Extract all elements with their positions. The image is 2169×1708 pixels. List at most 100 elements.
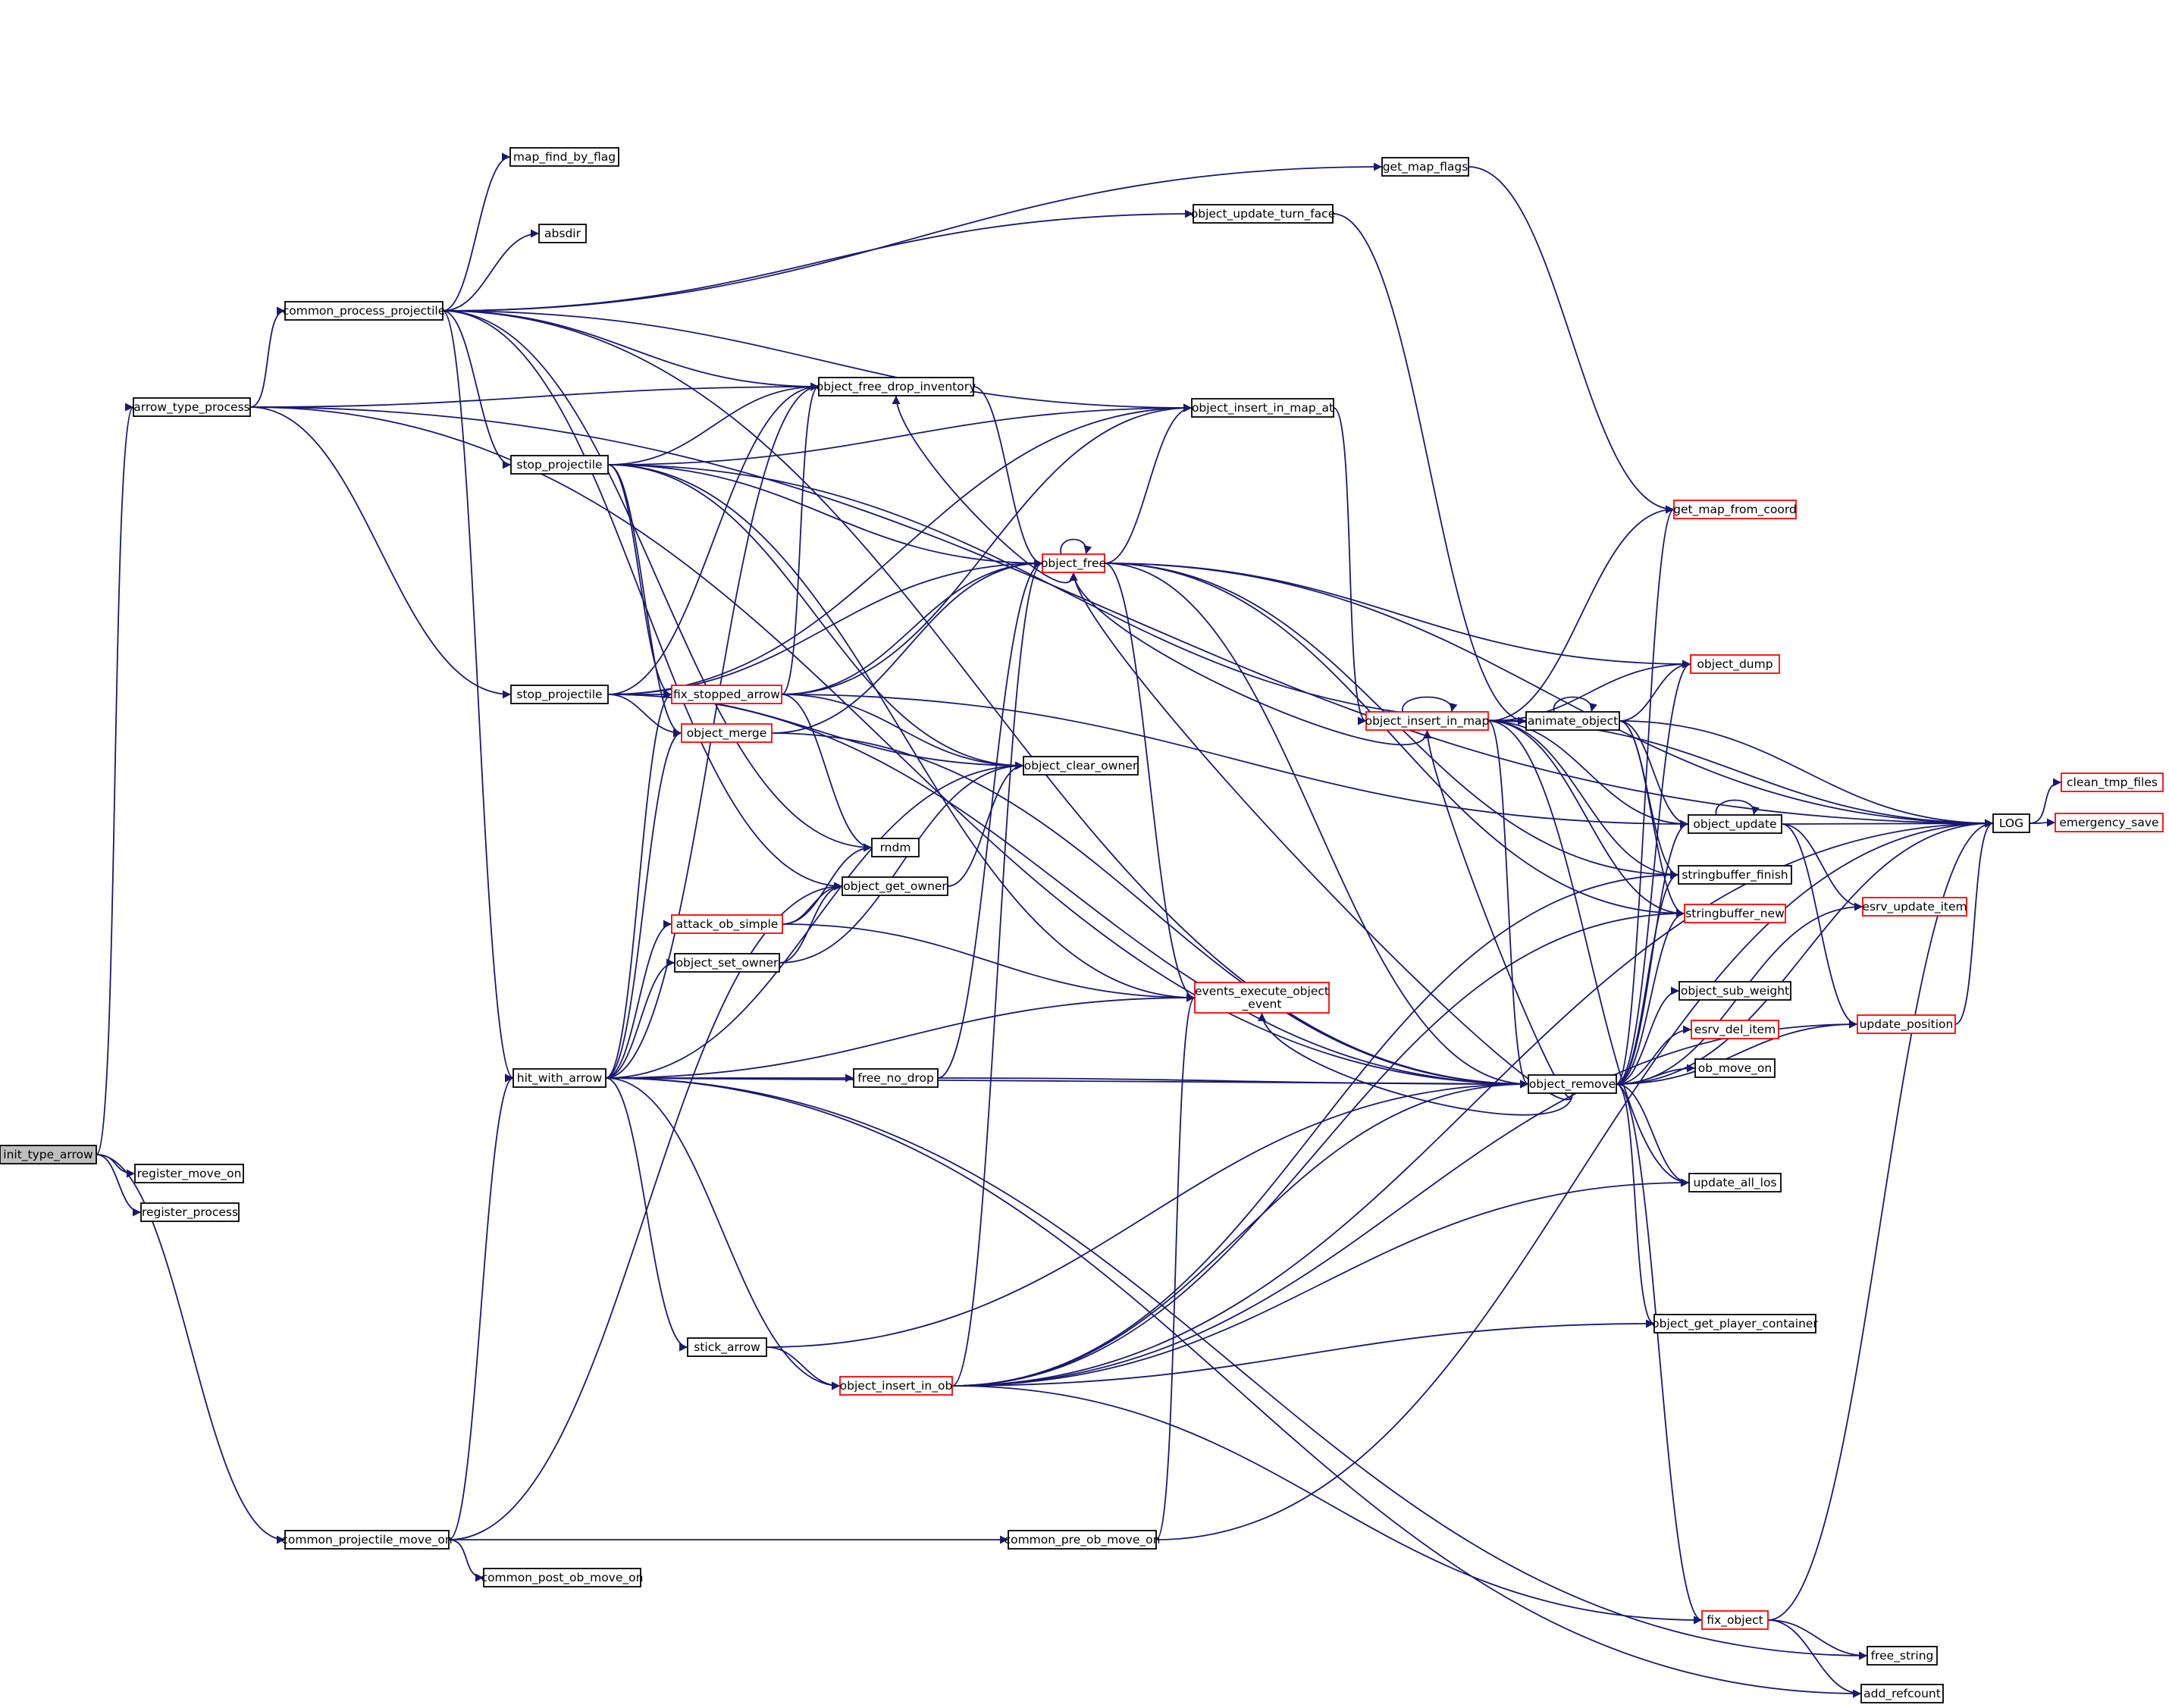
node-box[interactable] [1688, 814, 1782, 834]
node-common-process-projectile[interactable]: common_process_projectile [283, 301, 446, 321]
node-box[interactable] [134, 1164, 244, 1183]
node-box[interactable] [140, 1202, 240, 1222]
node-box[interactable] [1862, 897, 1967, 917]
node-box[interactable] [1191, 398, 1334, 418]
node-emergency-save[interactable]: emergency_save [2055, 813, 2164, 832]
node-box[interactable] [674, 953, 780, 973]
node-arrow-type-process[interactable]: arrow_type_process [133, 397, 251, 417]
node-box[interactable] [681, 723, 773, 743]
node-box[interactable] [1684, 904, 1786, 923]
node-box[interactable] [512, 1068, 607, 1088]
node-ob-move-on[interactable]: ob_move_on [1694, 1058, 1776, 1078]
node-box[interactable] [1023, 756, 1139, 776]
node-box[interactable] [839, 1376, 953, 1396]
node-object-dump[interactable]: object_dump [1690, 654, 1780, 674]
node-object-insert-in-map-at[interactable]: object_insert_in_map_at [1191, 398, 1334, 418]
node-box[interactable] [1691, 1020, 1779, 1039]
node-common-pre-ob-move-on[interactable]: common_pre_ob_move_on [1005, 1530, 1161, 1550]
node-stringbuffer-finish[interactable]: stringbuffer_finish [1678, 865, 1792, 885]
node-common-post-ob-move-on[interactable]: common_post_ob_move_on [481, 1568, 644, 1587]
node-update-all-los[interactable]: update_all_los [1688, 1173, 1782, 1192]
node-box[interactable] [1857, 1014, 1956, 1034]
node-object-free[interactable]: object_free [1041, 553, 1106, 573]
node-esrv-update-item[interactable]: esrv_update_item [1862, 897, 1967, 917]
node-update-position[interactable]: update_position [1857, 1014, 1956, 1034]
node-stringbuffer-new[interactable]: stringbuffer_new [1684, 904, 1786, 923]
node-object-remove[interactable]: object_remove [1528, 1074, 1617, 1094]
node-common-projectile-move-on[interactable]: common_projectile_move_on [281, 1530, 453, 1550]
node-object-insert-in-map[interactable]: object_insert_in_map [1365, 711, 1490, 731]
node-box[interactable] [1042, 553, 1105, 573]
node-map-find-by-flag[interactable]: map_find_by_flag [509, 147, 619, 167]
node-box[interactable] [1653, 1314, 1816, 1333]
node-object-get-player-container[interactable]: object_get_player_container [1652, 1314, 1818, 1333]
node-rndm[interactable]: rndm [871, 838, 920, 857]
node-fix-stopped-arrow[interactable]: fix_stopped_arrow [671, 685, 782, 704]
node-box[interactable] [1528, 1074, 1617, 1094]
node-box[interactable] [1867, 1646, 1938, 1666]
node-box[interactable] [284, 301, 444, 321]
node-object-update[interactable]: object_update [1688, 814, 1782, 834]
node-box[interactable] [2055, 813, 2164, 832]
node-box[interactable] [2061, 773, 2164, 792]
node-init-type-arrow[interactable]: init_type_arrow [0, 1145, 97, 1164]
node-box[interactable] [1525, 711, 1620, 731]
node-box[interactable] [1992, 813, 2030, 833]
node-LOG[interactable]: LOG [1992, 813, 2030, 833]
node-box[interactable] [538, 224, 587, 243]
node-box[interactable] [1678, 865, 1792, 885]
node-box[interactable] [1690, 654, 1780, 674]
node-absdir[interactable]: absdir [538, 224, 587, 243]
node-box[interactable] [687, 1337, 767, 1357]
node-free-no-drop[interactable]: free_no_drop [853, 1068, 939, 1088]
node-object-free-drop-inventory[interactable]: object_free_drop_inventory [817, 377, 976, 396]
node-box[interactable] [1365, 711, 1489, 731]
node-box[interactable] [1678, 981, 1791, 1001]
node-events-execute-object-event[interactable]: events_execute_object_event [1194, 982, 1330, 1014]
node-object-update-turn-face[interactable]: object_update_turn_face [1191, 204, 1335, 224]
node-box[interactable] [1193, 204, 1334, 224]
node-box[interactable] [1701, 1610, 1769, 1630]
node-object-merge[interactable]: object_merge [681, 723, 773, 743]
node-box[interactable] [1673, 500, 1797, 519]
node-box[interactable] [1194, 982, 1330, 1014]
node-stop-projectile-a[interactable]: stop_projectile [510, 455, 609, 475]
node-object-sub-weight[interactable]: object_sub_weight [1678, 981, 1791, 1001]
node-object-insert-in-ob[interactable]: object_insert_in_ob [839, 1376, 953, 1396]
node-stop-projectile-b[interactable]: stop_projectile [510, 685, 609, 704]
node-attack-ob-simple[interactable]: attack_ob_simple [671, 914, 783, 934]
node-register-process[interactable]: register_process [140, 1202, 240, 1222]
node-add-refcount[interactable]: add_refcount [1860, 1684, 1944, 1703]
node-box[interactable] [818, 377, 974, 396]
node-box[interactable] [0, 1145, 97, 1164]
node-box[interactable] [509, 147, 619, 167]
node-box[interactable] [133, 397, 251, 417]
node-box[interactable] [842, 876, 948, 896]
node-box[interactable] [871, 838, 920, 857]
node-box[interactable] [1688, 1173, 1782, 1192]
node-esrv-del-item[interactable]: esrv_del_item [1691, 1020, 1779, 1039]
node-box[interactable] [671, 685, 782, 704]
node-object-get-owner[interactable]: object_get_owner [842, 876, 948, 896]
node-free-string[interactable]: free_string [1867, 1646, 1938, 1666]
node-box[interactable] [671, 914, 783, 934]
node-box[interactable] [1008, 1530, 1157, 1550]
node-fix-object[interactable]: fix_object [1701, 1610, 1769, 1630]
node-clean-tmp-files[interactable]: clean_tmp_files [2061, 773, 2164, 792]
node-box[interactable] [510, 455, 609, 475]
node-box[interactable] [1694, 1058, 1776, 1078]
node-stick-arrow[interactable]: stick_arrow [687, 1337, 767, 1357]
node-box[interactable] [284, 1530, 450, 1550]
node-box[interactable] [483, 1568, 641, 1587]
node-box[interactable] [510, 685, 609, 704]
node-box[interactable] [1381, 157, 1469, 177]
node-object-clear-owner[interactable]: object_clear_owner [1023, 756, 1139, 776]
node-get-map-from-coord[interactable]: get_map_from_coord [1673, 500, 1797, 519]
node-object-set-owner[interactable]: object_set_owner [674, 953, 780, 973]
node-box[interactable] [853, 1068, 939, 1088]
node-register-move-on[interactable]: register_move_on [134, 1164, 244, 1183]
node-hit-with-arrow[interactable]: hit_with_arrow [512, 1068, 607, 1088]
node-animate-object[interactable]: animate_object [1525, 711, 1620, 731]
node-box[interactable] [1860, 1684, 1944, 1703]
node-get-map-flags[interactable]: get_map_flags [1381, 157, 1469, 177]
